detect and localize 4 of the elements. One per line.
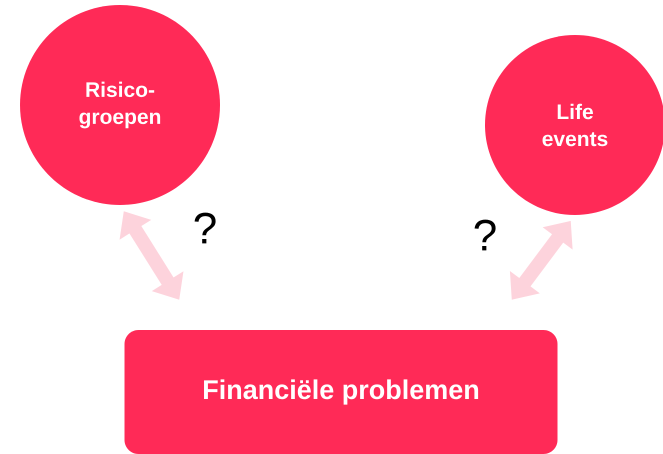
question-mark: ? (194, 212, 216, 244)
question-mark: ? (474, 220, 496, 250)
circle-node: Risico- groepen (20, 5, 220, 205)
process-box: Financiële problemen (124, 330, 558, 454)
